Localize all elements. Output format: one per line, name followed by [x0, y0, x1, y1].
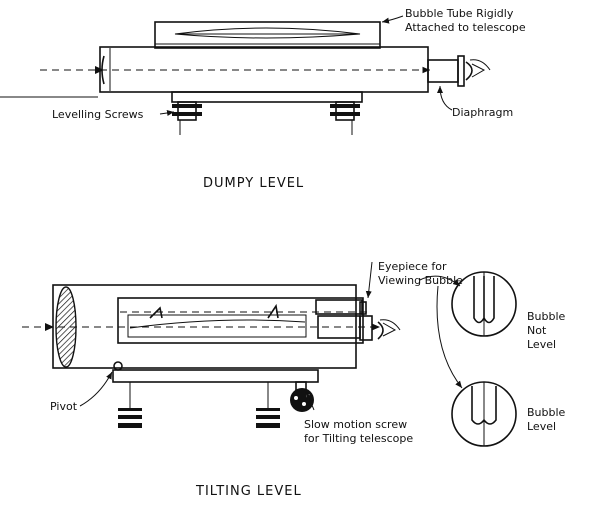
dumpy-bubble-tube [154, 21, 381, 49]
tilting-base [112, 361, 319, 428]
label-slow-motion-line2: for Tilting telescope [304, 432, 413, 445]
dumpy-level-title: DUMPY LEVEL [203, 176, 304, 191]
bubble-level-view [451, 381, 517, 447]
label-pivot: Pivot [50, 400, 78, 413]
tilting-level-title: TILTING LEVEL [195, 484, 302, 499]
label-bubble-not-level-line1: Bubble [527, 310, 566, 323]
label-bubble-not-level-line2: Not [527, 324, 547, 337]
label-diaphragm: Diaphragm [452, 106, 513, 119]
dumpy-base [171, 91, 363, 135]
bubble-not-level-view [451, 271, 517, 337]
label-bubble-tube-line2: Attached to telescope [405, 21, 526, 34]
dumpy-leaders [159, 15, 453, 116]
label-bubble-level-line1: Bubble [527, 406, 566, 419]
label-bubble-tube-line1: Bubble Tube Rigidly [405, 7, 514, 20]
label-bubble-not-level-line3: Level [527, 338, 556, 351]
tilting-leaders [79, 261, 463, 411]
label-slow-motion-line1: Slow motion screw [304, 418, 407, 431]
label-eyepiece-line2: Viewing Bubble [378, 274, 463, 287]
label-bubble-level-line2: Level [527, 420, 556, 433]
tilting-level-diagram: Eyepiece for Viewing Bubble Bubble Not L… [22, 260, 566, 499]
dumpy-line-of-sight [40, 66, 430, 74]
label-levelling-screws: Levelling Screws [52, 108, 144, 121]
tilting-telescope-tube [52, 284, 401, 369]
dumpy-level-diagram: Bubble Tube Rigidly Attached to telescop… [40, 7, 526, 191]
tilting-line-of-sight [22, 311, 380, 331]
label-eyepiece-line1: Eyepiece for [378, 260, 447, 273]
